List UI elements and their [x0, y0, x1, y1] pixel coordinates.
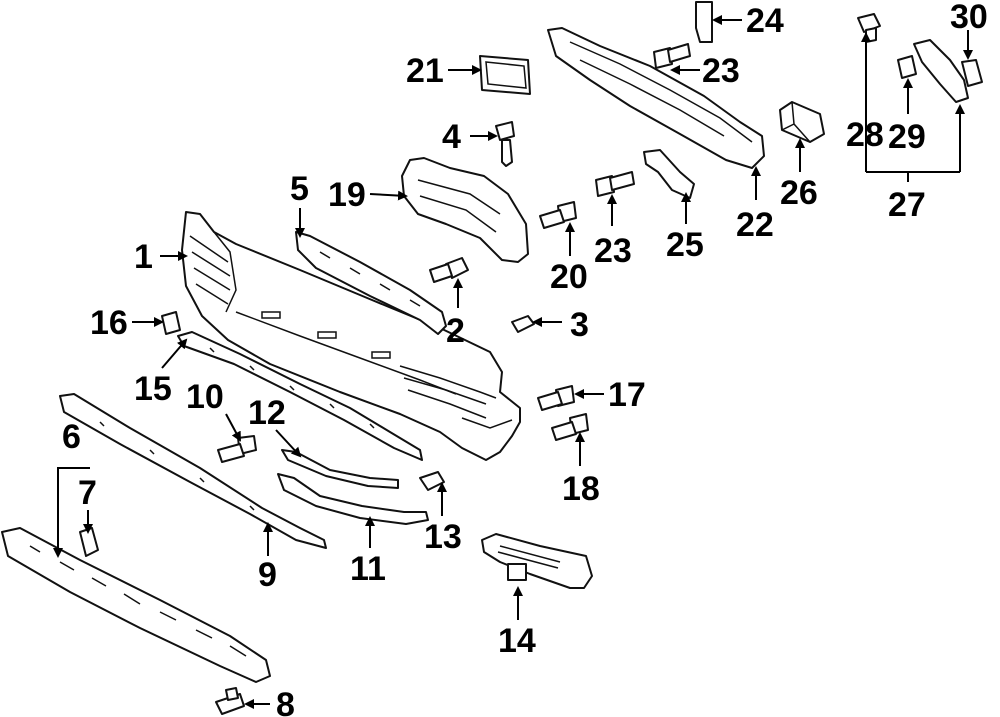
- callout-13: 13: [424, 518, 462, 556]
- part-reinforcement-22: [547, 27, 765, 169]
- callout-10: 10: [186, 378, 224, 416]
- callout-9: 9: [258, 556, 277, 594]
- callout-15: 15: [134, 370, 172, 408]
- callout-14: 14: [498, 622, 536, 660]
- part-bolt-2: [429, 257, 469, 283]
- part-clip-16: [161, 311, 181, 335]
- callout-7: 7: [78, 474, 97, 512]
- part-plate-21: [479, 55, 531, 95]
- part-skid-plate-6: [1, 527, 271, 683]
- callout-5: 5: [290, 170, 309, 208]
- part-bracket-27: [913, 39, 969, 103]
- callout-4: 4: [442, 118, 461, 156]
- part-push-pin-8: [215, 687, 245, 715]
- leader-10: [225, 413, 241, 442]
- part-trim-strip-12: [281, 449, 399, 489]
- part-edge-strip-15: [177, 331, 423, 461]
- callout-30: 30: [950, 0, 988, 36]
- part-bolt-10: [217, 435, 257, 463]
- part-bolt-23-lower: [595, 171, 635, 197]
- callout-23-upper: 23: [702, 52, 740, 90]
- callout-28: 28: [846, 116, 884, 154]
- part-fastener-30: [961, 59, 983, 87]
- callout-16: 16: [90, 304, 128, 342]
- part-lower-strip-9: [59, 393, 327, 549]
- leader-15: [161, 338, 188, 369]
- callout-24: 24: [746, 2, 784, 40]
- leader-6: [53, 467, 90, 558]
- callout-6: 6: [62, 418, 81, 456]
- part-screw-28: [857, 13, 881, 43]
- part-bolt-20: [539, 201, 577, 229]
- callout-19: 19: [328, 176, 366, 214]
- part-bumper-cover: [181, 211, 521, 461]
- callout-1: 1: [134, 238, 153, 276]
- leader-lines: [53, 15, 973, 709]
- leader-12: [275, 429, 302, 458]
- callout-18: 18: [562, 470, 600, 508]
- part-clip-7: [79, 527, 99, 557]
- part-trim-strip-11: [277, 473, 429, 525]
- part-bracket-5: [295, 231, 447, 335]
- part-clip-29: [897, 55, 917, 79]
- part-bracket-13: [419, 471, 445, 491]
- callout-25: 25: [666, 226, 704, 264]
- part-bolt-4: [495, 121, 515, 167]
- callout-29: 29: [888, 118, 926, 156]
- part-bracket-24: [695, 1, 713, 43]
- part-bolt-17: [537, 385, 575, 411]
- callout-3: 3: [570, 306, 589, 344]
- callout-27: 27: [888, 186, 926, 224]
- part-sensor-26: [779, 101, 825, 143]
- callout-22: 22: [736, 206, 774, 244]
- callout-8: 8: [276, 686, 295, 717]
- callout-21: 21: [406, 52, 444, 90]
- part-fog-lamp-14: [481, 533, 593, 589]
- part-bracket-25: [643, 149, 695, 199]
- callout-12: 12: [248, 394, 286, 432]
- leader-19: [369, 190, 408, 201]
- part-bolt-23-upper: [653, 43, 691, 69]
- callout-20: 20: [550, 258, 588, 296]
- part-bolt-18: [551, 413, 589, 441]
- callout-26: 26: [780, 174, 818, 212]
- callout-labels: 1 2 3 4 5 6 7 8 9 10 11 12 13 14 15 16 1…: [62, 0, 988, 717]
- callout-23-lower: 23: [594, 232, 632, 270]
- callout-2: 2: [446, 312, 465, 350]
- part-side-bracket-19: [401, 157, 529, 263]
- part-clip-3: [511, 315, 535, 333]
- callout-17: 17: [608, 376, 646, 414]
- callout-11: 11: [350, 550, 386, 588]
